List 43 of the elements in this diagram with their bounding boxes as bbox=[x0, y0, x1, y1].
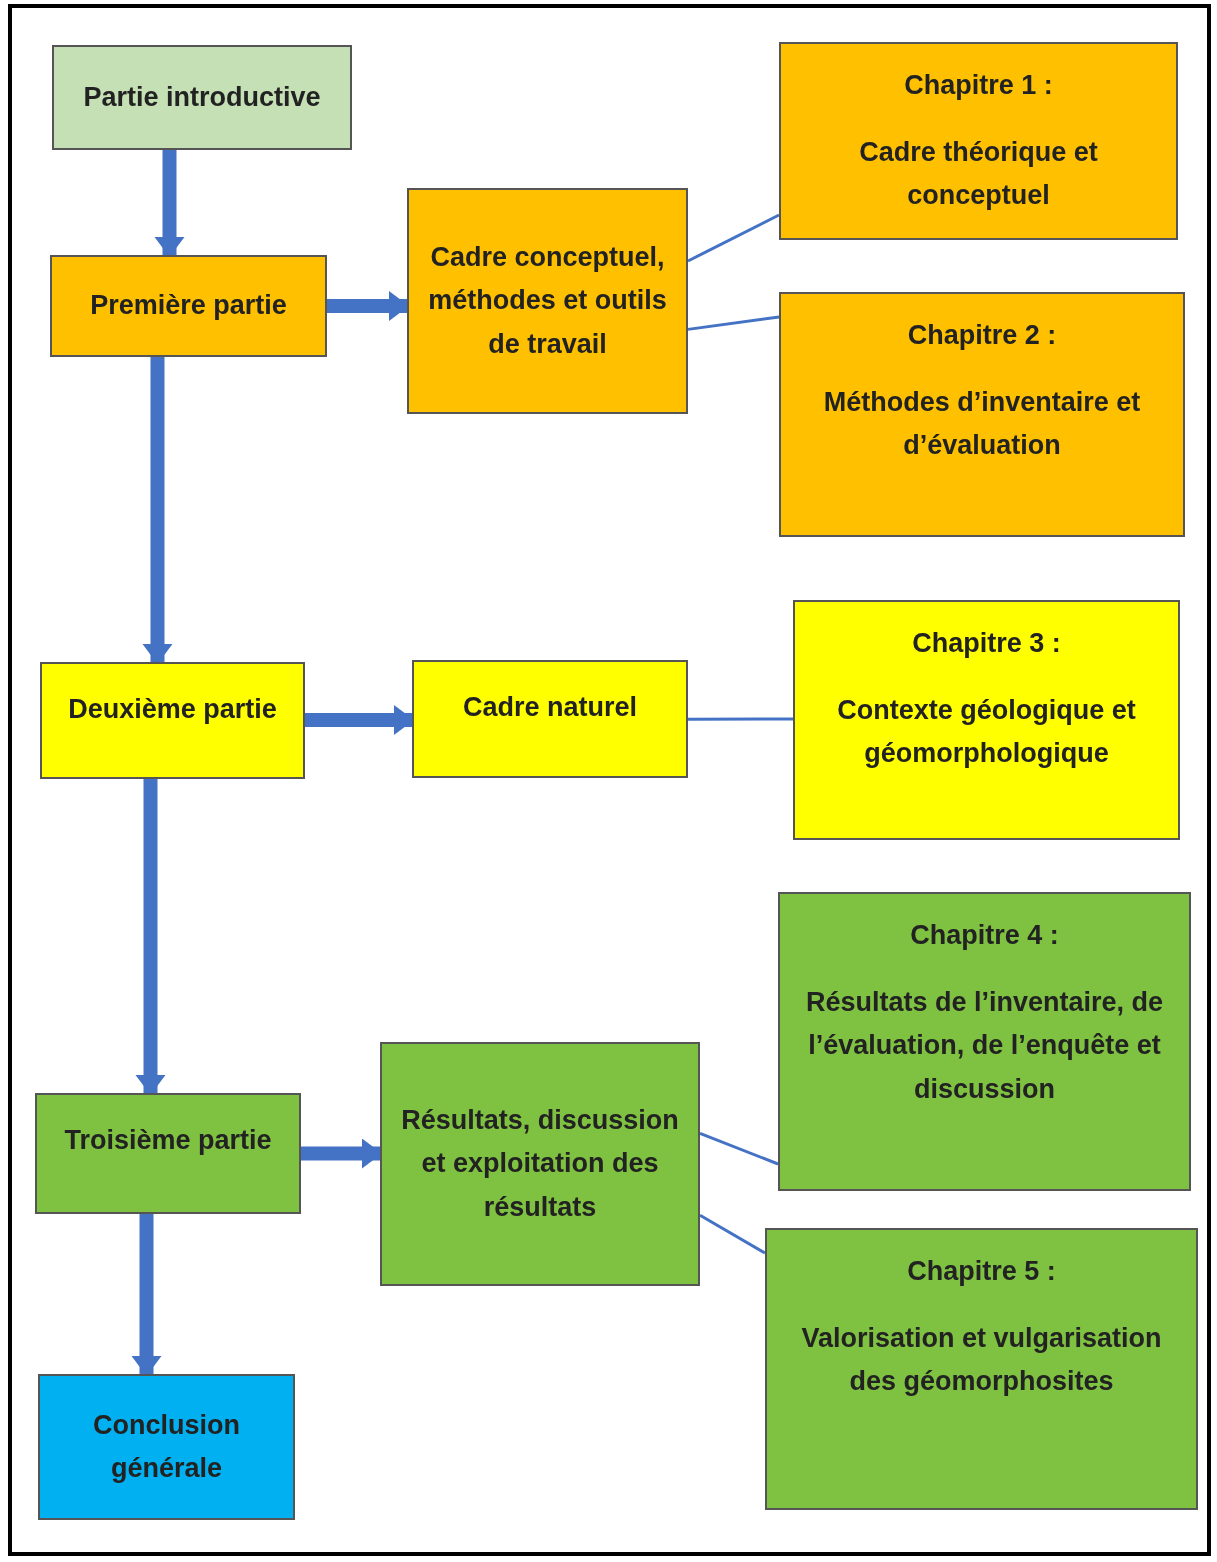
box-label: Méthodes d’inventaire et d’évaluation bbox=[822, 386, 1142, 463]
chapter-heading: Chapitre 1 : bbox=[904, 69, 1053, 102]
process-box bbox=[50, 255, 327, 357]
arrow bbox=[131, 1214, 162, 1376]
box-label: Partie introductive bbox=[83, 80, 321, 114]
process-box bbox=[765, 1228, 1198, 1510]
process-box bbox=[35, 1093, 301, 1214]
arrow bbox=[154, 150, 185, 257]
chapter-heading: Chapitre 3 : bbox=[912, 627, 1061, 660]
process-box bbox=[407, 188, 688, 414]
box-label: Cadre théorique et conceptuel bbox=[858, 136, 1099, 213]
process-box bbox=[779, 292, 1185, 537]
box-label: Conclusion générale bbox=[92, 1408, 241, 1485]
connector-line bbox=[699, 1132, 779, 1166]
process-box bbox=[52, 45, 352, 150]
box-label: Troisième partie bbox=[64, 1124, 272, 1157]
process-box bbox=[793, 600, 1180, 840]
connector-line bbox=[699, 1213, 766, 1255]
box-label: Cadre naturel bbox=[462, 691, 638, 724]
box-label: Contexte géologique et géomorphologique bbox=[836, 694, 1137, 771]
chapter-heading: Chapitre 2 : bbox=[907, 319, 1057, 352]
process-box bbox=[778, 892, 1191, 1191]
arrow bbox=[305, 705, 414, 735]
box-label: Résultats de l’inventaire, de l’évaluation, de l’enquête et discussion bbox=[804, 986, 1165, 1106]
process-box bbox=[38, 1374, 295, 1520]
chapter-heading: Chapitre 5 : bbox=[907, 1255, 1056, 1288]
connector-line bbox=[687, 315, 780, 331]
connector-line bbox=[687, 213, 780, 263]
chapter-heading: Chapitre 4 : bbox=[910, 919, 1059, 952]
arrow bbox=[142, 357, 173, 664]
box-label: Première partie bbox=[90, 289, 287, 323]
box-label: Résultats, discussion et exploitation des résultats bbox=[400, 1104, 680, 1224]
process-box bbox=[779, 42, 1178, 240]
process-box bbox=[380, 1042, 700, 1286]
arrow bbox=[327, 291, 409, 321]
connector-line bbox=[688, 717, 793, 721]
box-label: Cadre conceptuel, méthodes et outils de travail bbox=[427, 241, 668, 361]
box-label: Deuxième partie bbox=[68, 693, 277, 726]
arrow bbox=[301, 1138, 382, 1169]
process-box bbox=[40, 662, 305, 779]
process-box bbox=[412, 660, 688, 778]
arrow bbox=[135, 779, 166, 1095]
box-label: Valorisation et vulgarisation des géomorphosites bbox=[800, 1322, 1163, 1399]
